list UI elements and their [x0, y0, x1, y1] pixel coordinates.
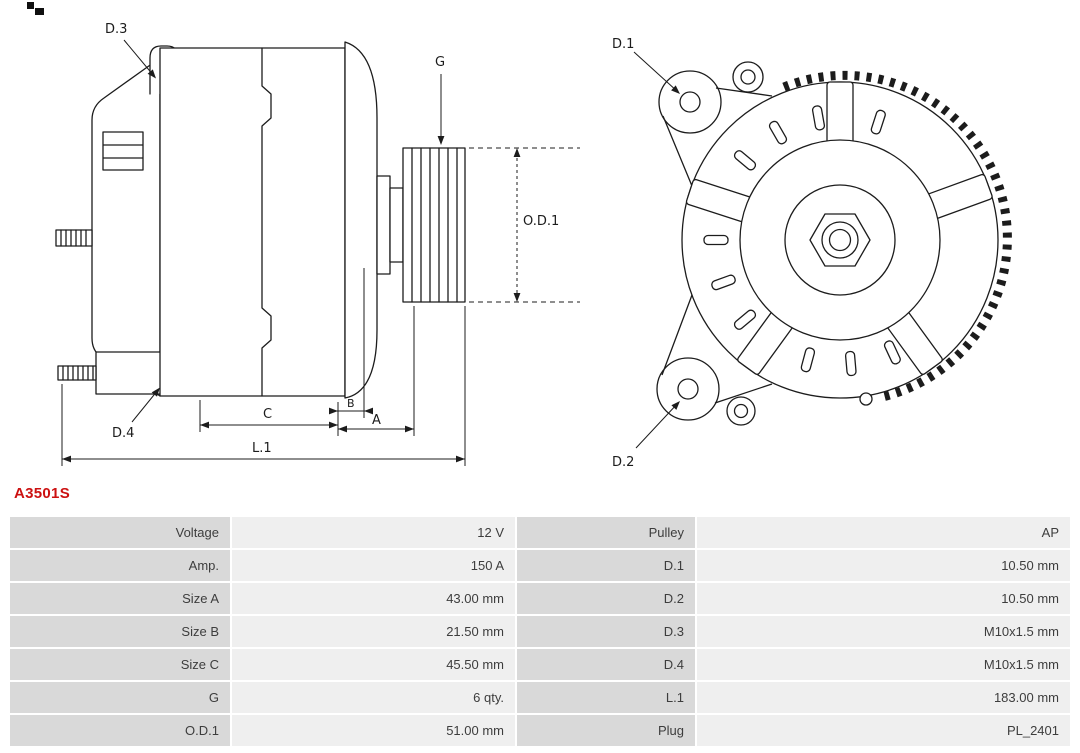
part-number: A3501S: [14, 485, 71, 502]
stator-teeth: [782, 70, 1012, 402]
rear-ribs: [102, 131, 144, 171]
leader-d2-arrow: [671, 401, 680, 410]
vent-slots: [703, 105, 901, 377]
dim-a-arrow-right: [405, 425, 414, 433]
lug-stud-threads: [62, 365, 94, 381]
spec-value-cell: 43.00 mm: [232, 583, 515, 614]
technical-drawings: D.3 G O.D.1 D.4 C B A L.1: [55, 22, 1012, 470]
boss-hole-bottom-inner: [733, 403, 749, 419]
dim-label-d1: D.1: [612, 37, 634, 52]
spec-label-cell: Size C: [10, 649, 230, 680]
dim-c-arrow-left: [200, 421, 209, 429]
spec-label-cell: Size A: [10, 583, 230, 614]
spec-value-cell: 10.50 mm: [697, 583, 1070, 614]
spec-label-cell: G: [10, 682, 230, 713]
alternator-front-view-drawing: D.1 D.2: [612, 37, 1012, 470]
shaft-center: [828, 228, 852, 252]
spec-label-cell: D.1: [517, 550, 695, 581]
spec-value-cell: 150 A: [232, 550, 515, 581]
leader-d3-arrow: [147, 69, 156, 79]
spec-value-cell: 12 V: [232, 517, 515, 548]
dim-b-arrow-left: [329, 407, 338, 415]
od1-arrow-bottom: [513, 293, 521, 302]
spec-table: Voltage 12 V Pulley AP Amp. 150 A D.1 10…: [10, 517, 1070, 746]
dim-label-b: B: [347, 397, 355, 410]
rear-housing: [91, 57, 161, 397]
spec-value-cell: PL_2401: [697, 715, 1070, 746]
dim-label-a: A: [372, 413, 381, 428]
spec-label-cell: D.4: [517, 649, 695, 680]
dim-label-d4: D.4: [112, 426, 134, 441]
dim-b-arrow-right: [364, 407, 373, 415]
leader-d3: [123, 39, 155, 77]
dim-l1-arrow-right: [456, 455, 465, 463]
spec-value-cell: M10x1.5 mm: [697, 649, 1070, 680]
leader-d2: [635, 402, 679, 449]
shaft-spacer: [376, 175, 391, 275]
small-hole-bottom: [859, 392, 873, 406]
spec-value-cell: AP: [697, 517, 1070, 548]
leader-d1-arrow: [671, 85, 680, 94]
pulley: [402, 147, 466, 303]
dim-c-arrow-right: [329, 421, 338, 429]
spec-label-cell: Size B: [10, 616, 230, 647]
shaft-ring: [821, 221, 859, 259]
boss-hole-top: [732, 61, 764, 93]
dim-label-c: C: [263, 407, 272, 422]
spec-value-cell: 183.00 mm: [697, 682, 1070, 713]
spec-value-cell: M10x1.5 mm: [697, 616, 1070, 647]
dim-label-od1: O.D.1: [523, 214, 559, 229]
terminal-stud: [55, 229, 93, 247]
boss-hole-top-inner: [740, 69, 756, 85]
dim-label-d3: D.3: [105, 22, 127, 37]
bottom-extension-lines: [61, 268, 466, 466]
spec-label-cell: Amp.: [10, 550, 230, 581]
spec-value-cell: 45.50 mm: [232, 649, 515, 680]
lug-stud: [57, 365, 97, 381]
spec-label-cell: O.D.1: [10, 715, 230, 746]
od1-arrow-top: [513, 148, 521, 157]
leader-g-arrow: [437, 136, 445, 145]
pulley-hub: [784, 184, 896, 296]
ear-hole-top: [679, 91, 701, 113]
main-frame: [159, 47, 346, 397]
spec-label-cell: D.2: [517, 583, 695, 614]
pulley-grooves: [411, 147, 458, 303]
leader-d4-arrow: [151, 387, 160, 397]
spec-value-cell: 21.50 mm: [232, 616, 515, 647]
spec-label-cell: Voltage: [10, 517, 230, 548]
frame-seam: [261, 47, 272, 397]
spec-label-cell: L.1: [517, 682, 695, 713]
front-bracket: [344, 41, 378, 399]
spec-value-cell: 51.00 mm: [232, 715, 515, 746]
spec-label-cell: Pulley: [517, 517, 695, 548]
alternator-side-view-drawing: D.3 G O.D.1 D.4 C B A L.1: [55, 22, 580, 466]
dim-label-l1: L.1: [252, 441, 272, 456]
boss-hole-bottom: [726, 396, 756, 426]
dim-label-g: G: [435, 55, 445, 70]
spec-label-cell: Plug: [517, 715, 695, 746]
spec-value-cell: 10.50 mm: [697, 550, 1070, 581]
dim-a-arrow-left: [338, 425, 347, 433]
spec-value-cell: 6 qty.: [232, 682, 515, 713]
leader-d1: [633, 51, 679, 93]
leader-d4: [131, 389, 159, 423]
ear-hole-bottom: [677, 378, 699, 400]
corner-artifact: [27, 1, 49, 16]
shaft-washer: [389, 187, 404, 263]
dim-l1-arrow-left: [62, 455, 71, 463]
dim-label-d2: D.2: [612, 455, 634, 470]
spec-label-cell: D.3: [517, 616, 695, 647]
shaft-nut: [809, 213, 871, 267]
od1-extension-lines: [469, 147, 580, 303]
terminal-stud-threads: [60, 229, 87, 247]
